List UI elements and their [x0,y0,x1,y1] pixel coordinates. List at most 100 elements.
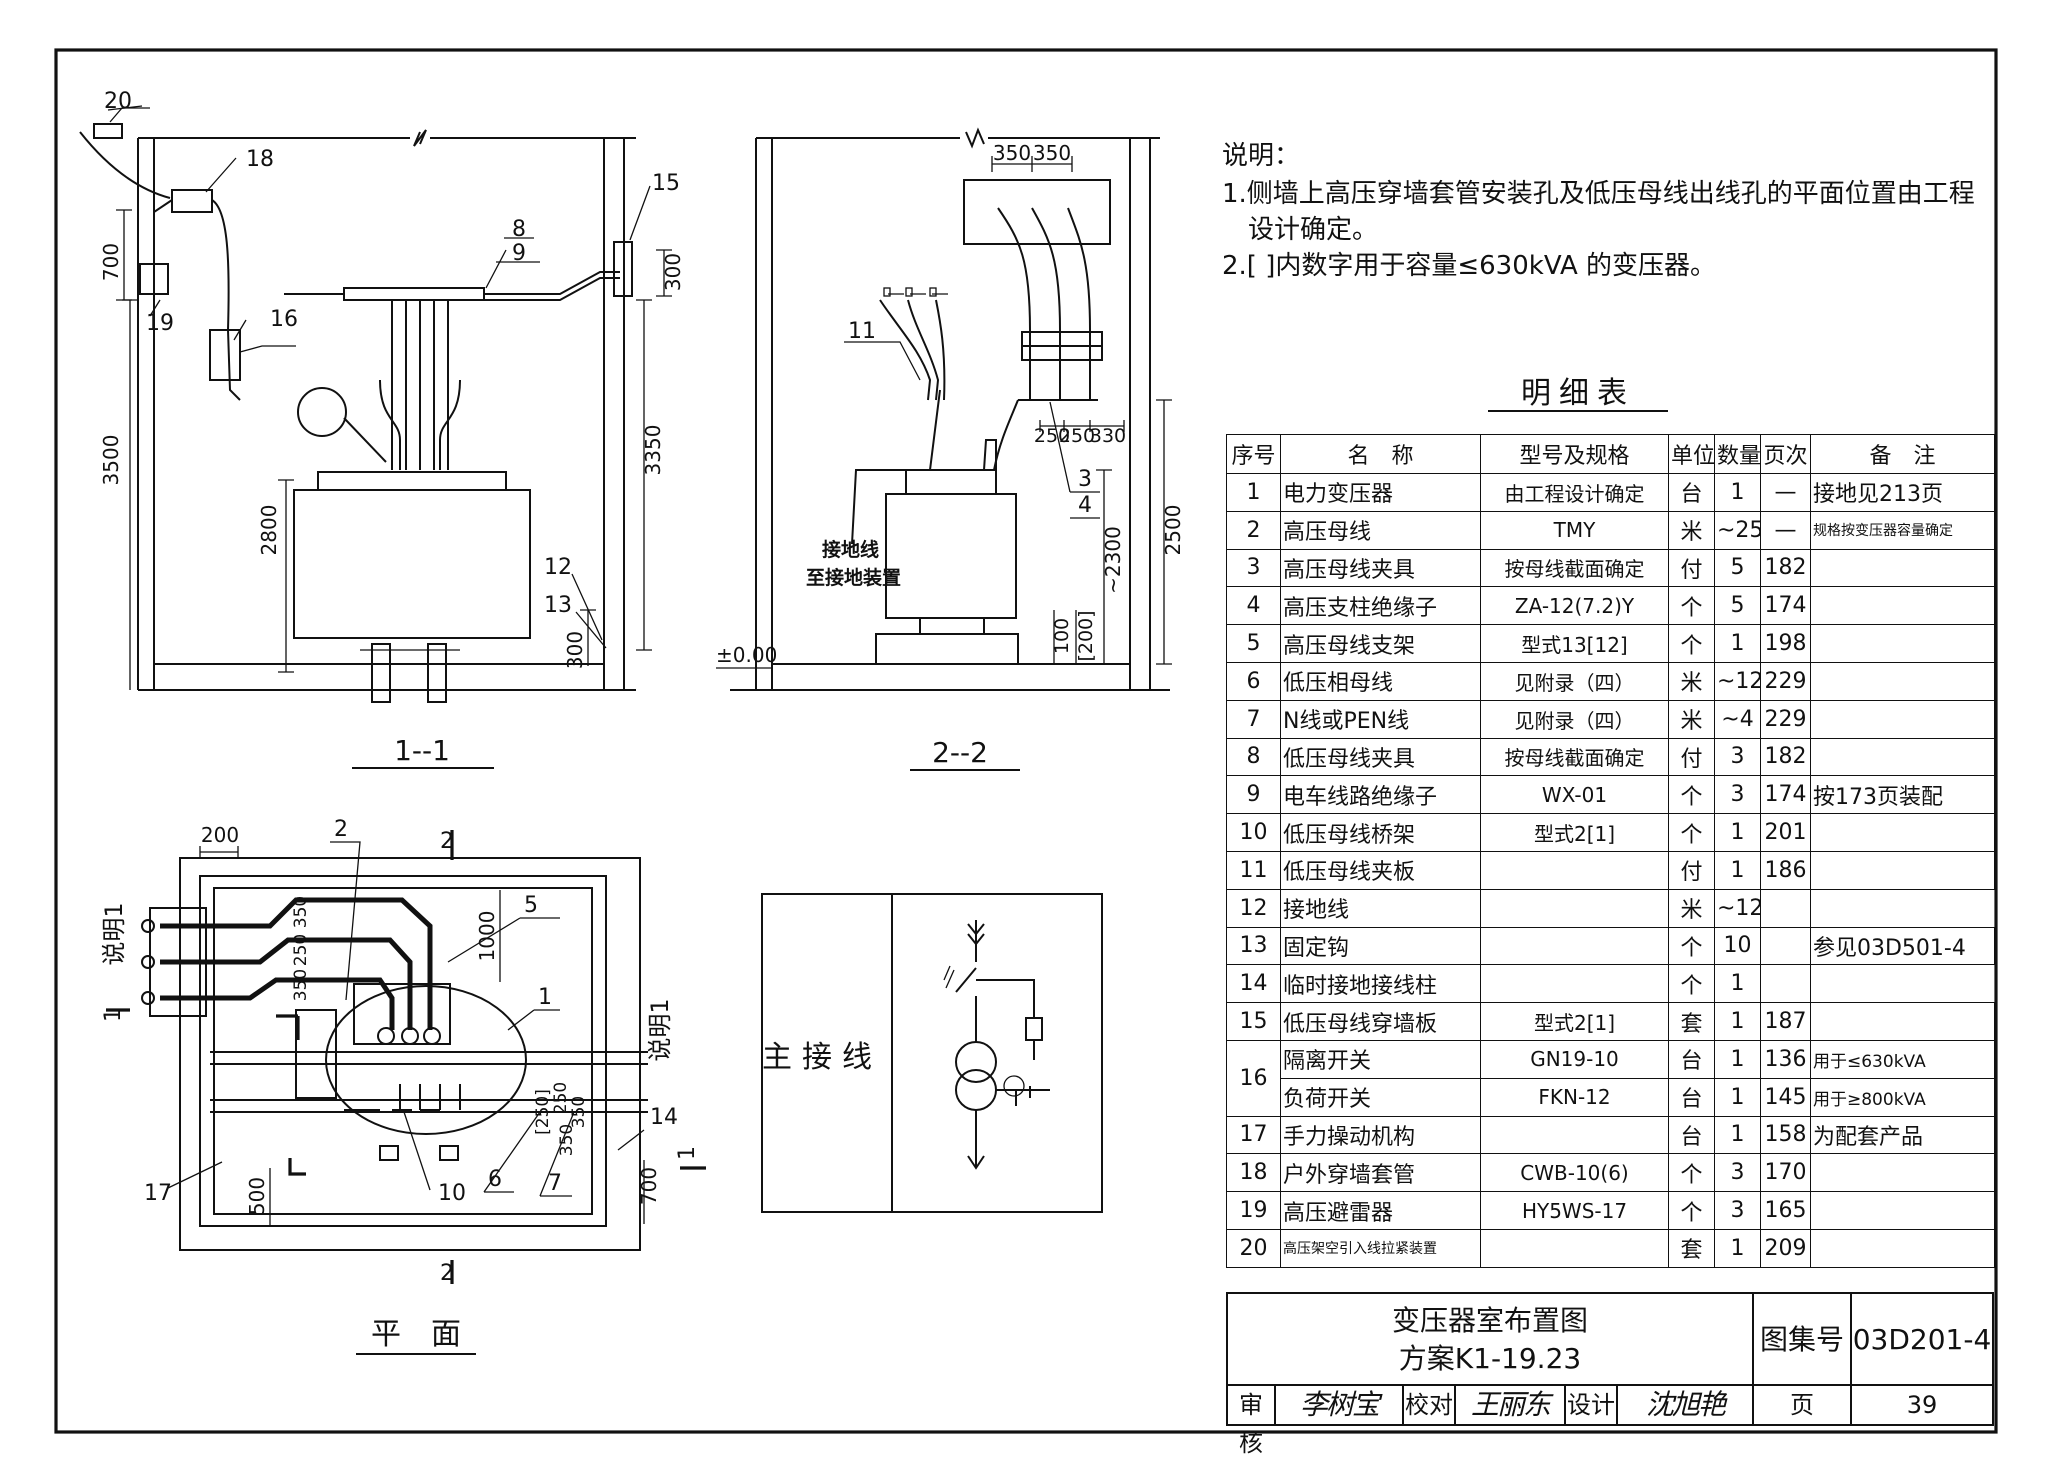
cell-remark [1810,548,1995,588]
callout-15: 15 [652,171,680,196]
ground-note-line1: 接地线 [822,538,879,561]
cell-unit: 个 [1668,813,1715,852]
note-ref-right: 说明1 [646,998,674,1061]
cell-name: 手力操动机构 [1280,1115,1481,1155]
cell-no: 4 [1226,586,1281,626]
plan-dim-250-top: 250 [291,934,311,966]
cell-unit: 台 [1668,1077,1715,1117]
cell-page: 198 [1760,624,1811,663]
cell-spec: WX-01 [1480,775,1669,815]
cell-page: 229 [1760,699,1811,739]
plan-dim-350-right-b: 350 [557,1124,577,1156]
cell-remark: 参见03D501-4 [1810,926,1995,966]
cell-qty: 1 [1714,1002,1761,1041]
cell-spec: FKN-12 [1480,1077,1669,1117]
dim-3500: 3500 [99,435,123,486]
cell-no: 20 [1226,1228,1281,1268]
cell-page: 170 [1760,1153,1811,1193]
cell-unit: 套 [1668,1228,1715,1268]
notes: 说明： 1.侧墙上高压穿墙套管安装孔及低压母线出线孔的平面位置由工程 设计确定。… [1222,138,2002,284]
check-label: 校对 [1404,1386,1456,1424]
cell-qty: ~12 [1714,661,1761,701]
cell-unit: 个 [1668,775,1715,815]
cell-remark: 规格按变压器容量确定 [1810,510,1995,550]
plan-callout-5: 5 [524,893,538,918]
dim-350-a: 350 [993,141,1031,165]
design-signature: 沈旭艳 [1618,1386,1754,1424]
cell-name: 电车线路绝缘子 [1280,775,1481,815]
cell-no: 16 [1226,1039,1281,1117]
signature-row: 审核 李树宝 校对 王丽东 设计 沈旭艳 页 39 [1228,1386,1992,1457]
cell-remark: 接地见213页 [1810,473,1995,512]
cell-page: 174 [1760,775,1811,815]
cell-name: 高压架空引入线拉紧装置 [1280,1228,1481,1268]
cell-no: 8 [1226,737,1281,777]
cell-spec: HY5WS-17 [1480,1191,1669,1230]
cell-unit: 付 [1668,548,1715,588]
cell-page [1760,964,1811,1004]
cell-spec [1480,888,1669,928]
review-label: 审核 [1228,1386,1276,1457]
callout-16: 16 [270,307,298,332]
ground-note-line2: 至接地装置 [806,566,901,589]
plan-callout-10: 10 [438,1181,466,1206]
cell-name: 低压母线桥架 [1280,813,1481,852]
cell-spec: 按母线截面确定 [1480,548,1669,588]
cell-no: 5 [1226,624,1281,663]
cell-page: 174 [1760,586,1811,626]
cell-qty: 3 [1714,737,1761,777]
cell-name: 低压母线夹具 [1280,737,1481,777]
cell-unit: 台 [1668,1039,1715,1079]
cell-name: 高压母线 [1280,510,1481,550]
cell-qty: 1 [1714,473,1761,512]
cell-no: 2 [1226,510,1281,550]
cell-unit: 台 [1668,1115,1715,1155]
cell-qty: 1 [1714,624,1761,663]
view-title-1-1: 1--1 [394,734,450,767]
cell-spec [1480,1228,1669,1268]
cell-page: 182 [1760,737,1811,777]
cell-remark [1810,1228,1995,1268]
atlas-number: 03D201-4 [1852,1294,1992,1386]
cell-no: 13 [1226,926,1281,966]
cell-spec: 由工程设计确定 [1480,473,1669,512]
drawing-title: 变压器室布置图 [1391,1304,1588,1337]
notes-title: 说明： [1222,141,1301,171]
view-title-plan: 平 面 [371,1317,461,1352]
dim-3350: 3350 [641,425,665,476]
cell-qty: 5 [1714,586,1761,626]
cell-name: 高压支柱绝缘子 [1280,586,1481,626]
note-2: 2.[ ]内数字用于容量≤630kVA 的变压器。 [1222,251,1717,281]
callout-11: 11 [848,319,876,344]
cell-name: 高压母线支架 [1280,624,1481,663]
cell-no: 7 [1226,699,1281,739]
design-label: 设计 [1566,1386,1618,1424]
cell-name: 固定钩 [1280,926,1481,966]
cell-page: — [1760,473,1811,512]
cell-name: 临时接地接线柱 [1280,964,1481,1004]
cell-qty: ~4 [1714,699,1761,739]
col-remark: 备 注 [1810,434,1995,474]
note-ref-left: 说明1 [100,902,128,965]
cell-remark [1810,624,1995,663]
plan-callout-1: 1 [538,985,552,1010]
cell-spec [1480,850,1669,890]
dim-250-a: 250 [1034,425,1070,447]
cell-name: 电力变压器 [1280,473,1481,512]
cell-unit: 台 [1668,473,1715,512]
cell-unit: 个 [1668,624,1715,663]
cell-qty: 5 [1714,548,1761,588]
cell-spec: GN19-10 [1480,1039,1669,1079]
cell-spec: 型式2[1] [1480,1002,1669,1041]
cell-name: 负荷开关 [1280,1077,1481,1117]
cell-qty: 1 [1714,813,1761,852]
col-page: 页次 [1760,434,1811,474]
cell-unit: 个 [1668,586,1715,626]
